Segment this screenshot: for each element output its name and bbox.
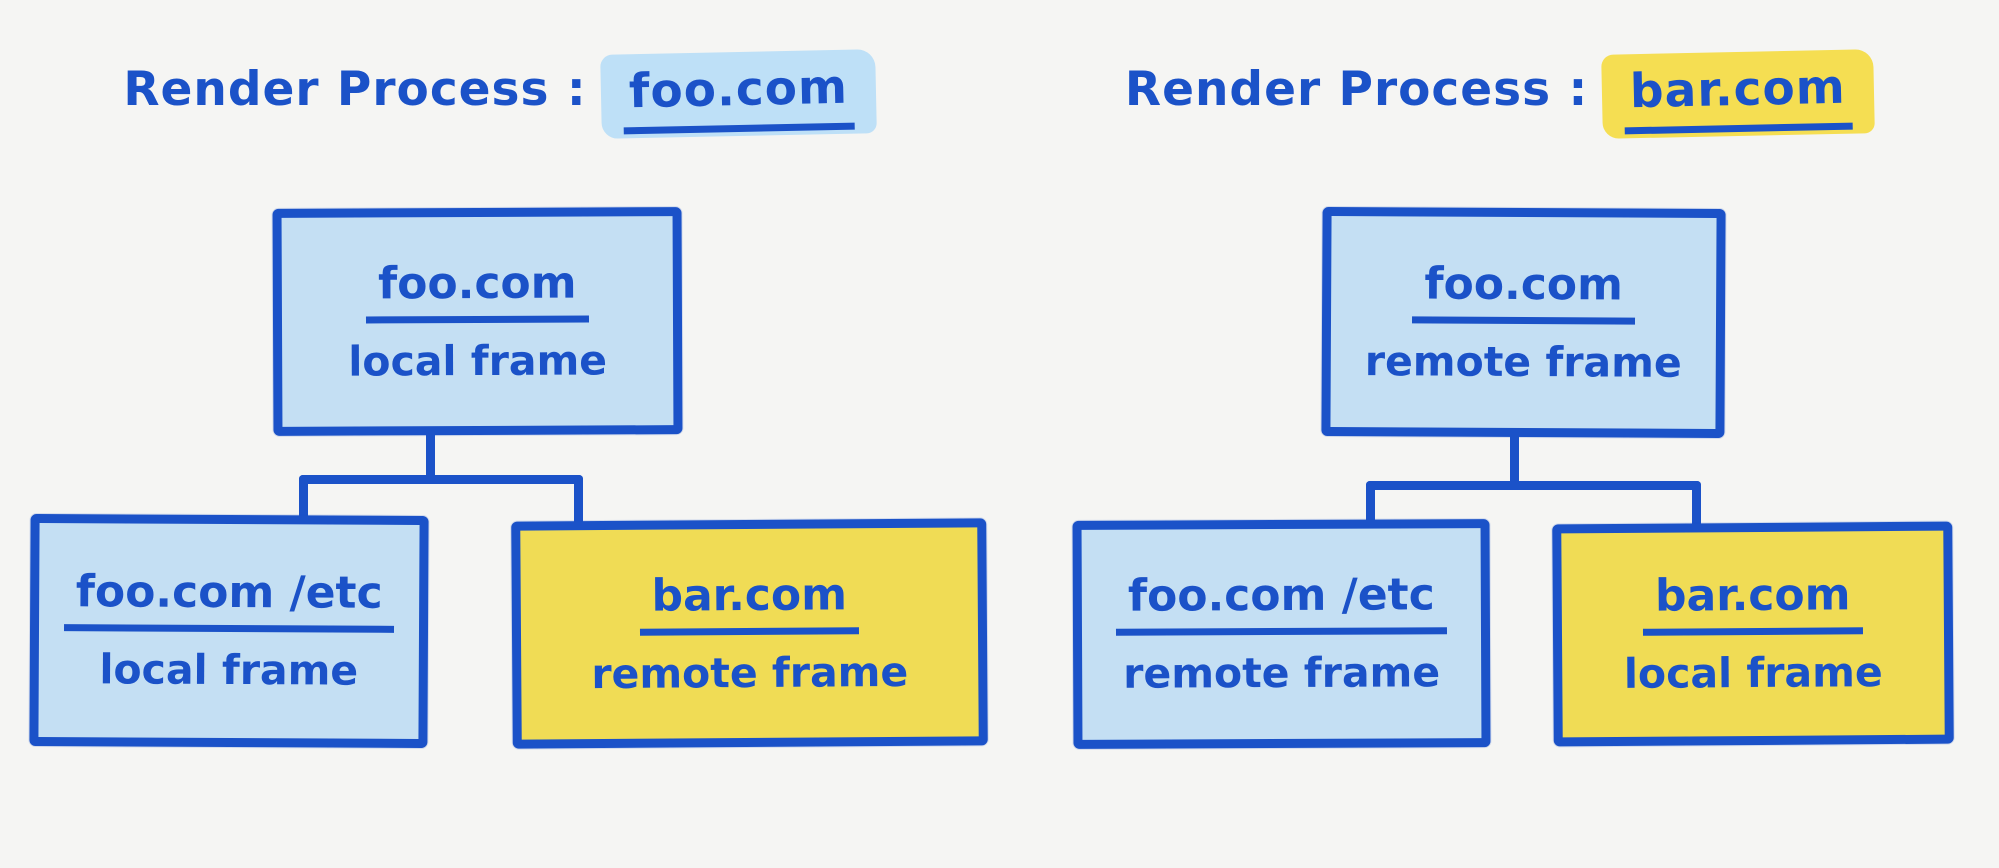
frame-type-label: remote frame bbox=[1123, 648, 1441, 698]
panel-title-prefix: Render Process : bbox=[1124, 62, 1589, 117]
process-name: foo.com bbox=[622, 59, 855, 135]
connector-stem-bar bbox=[1510, 432, 1519, 488]
frame-node-bar-child-bar: bar.com local frame bbox=[1552, 521, 1954, 747]
connector-drop-bar-left bbox=[1366, 481, 1375, 525]
connector-drop-foo-left bbox=[299, 475, 308, 523]
panel-title-foo: Render Process : foo.com bbox=[0, 49, 999, 139]
panel-title-bar: Render Process : bar.com bbox=[1000, 49, 1999, 139]
panel-title-prefix: Render Process : bbox=[123, 62, 587, 117]
frame-node-foo-child-etc: foo.com /etc local frame bbox=[29, 513, 429, 749]
frame-type-label: local frame bbox=[348, 335, 608, 386]
frame-domain: foo.com bbox=[1412, 258, 1636, 325]
process-name: bar.com bbox=[1623, 59, 1853, 135]
frame-type-label: remote frame bbox=[591, 647, 909, 698]
frame-domain: foo.com /etc bbox=[1115, 569, 1447, 636]
frame-node-bar-child-etc: foo.com /etc remote frame bbox=[1072, 519, 1491, 749]
frame-type-label: local frame bbox=[1623, 648, 1883, 698]
frame-domain: foo.com /etc bbox=[63, 566, 395, 633]
frame-type-label: remote frame bbox=[1364, 336, 1682, 387]
frame-domain: bar.com bbox=[1642, 569, 1863, 636]
frame-node-bar-root: foo.com remote frame bbox=[1321, 206, 1726, 439]
connector-drop-bar-right bbox=[1692, 481, 1701, 529]
frame-type-label: local frame bbox=[99, 645, 359, 695]
frame-node-foo-child-bar: bar.com remote frame bbox=[511, 518, 988, 749]
connector-drop-foo-right bbox=[574, 475, 583, 529]
frame-domain: bar.com bbox=[639, 569, 860, 636]
process-name-highlight: bar.com bbox=[1601, 49, 1875, 139]
frame-domain: foo.com bbox=[365, 257, 589, 323]
connector-bar-bar bbox=[1366, 481, 1701, 490]
connector-stem-foo bbox=[426, 430, 435, 484]
process-name-highlight: foo.com bbox=[599, 49, 877, 139]
frame-node-foo-root: foo.com local frame bbox=[272, 207, 683, 436]
connector-bar-foo bbox=[299, 475, 583, 484]
